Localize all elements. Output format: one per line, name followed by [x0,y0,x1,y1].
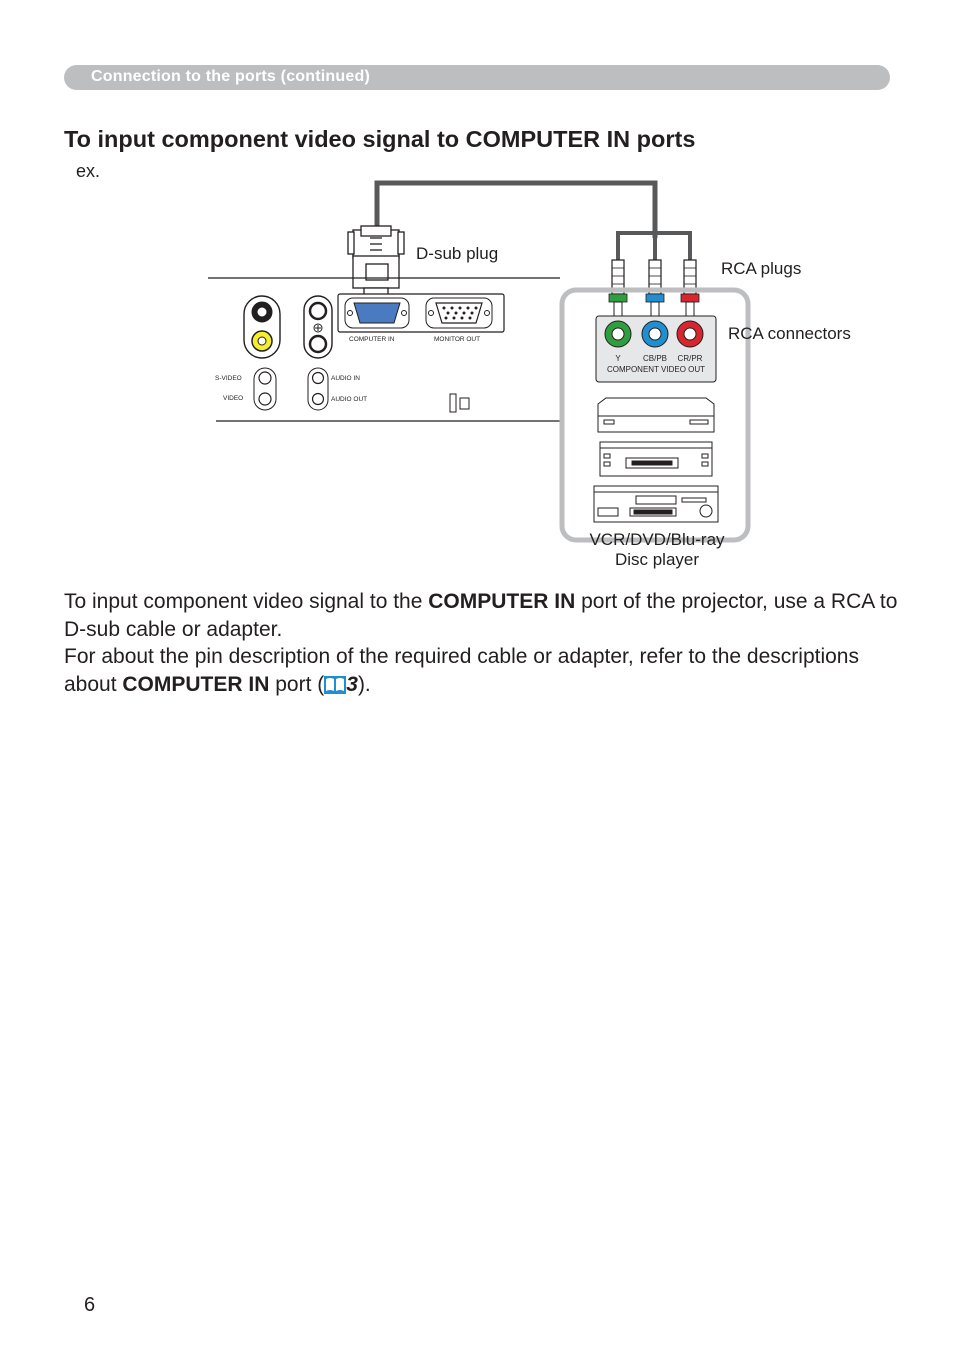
vcr-device-icon [597,397,715,433]
p2-text-mid: port ( [269,672,325,696]
port-label-audio-out: AUDIO OUT [331,396,367,403]
rca-plug-y [608,293,628,303]
example-label: ex. [76,161,101,181]
cable-trunk [374,180,658,238]
device-label-line1: VCR/DVD/Blu-ray [589,530,725,549]
p1-text-start: To input component video signal to the [64,590,429,613]
port-label-s-video: S-VIDEO [215,375,242,382]
component-label-y: Y [615,354,621,363]
component-label-cr: CR/PR [678,354,703,363]
device-label: VCR/DVD/Blu-ray Disc player [556,530,758,570]
section-header-label: Connection to the ports (continued) [91,68,370,85]
rca-plugs [608,259,700,325]
paragraph-2: For about the pin description of the req… [64,643,904,701]
dsub-plug-label: D-sub plug [416,244,499,263]
projector-panel [208,277,560,422]
page-title: To input component video signal to COMPU… [64,126,696,152]
port-label-monitor-out: MONITOR OUT [434,336,480,343]
connection-diagram: COMPUTER IN MONITOR OUT S-VIDEO VIDEO AU… [190,178,880,578]
paragraph-1: To input component video signal to the C… [64,588,904,643]
diagram-drawing: COMPUTER IN MONITOR OUT S-VIDEO VIDEO AU… [208,180,751,543]
section-header-bar: Connection to the ports (continued) [64,65,890,90]
p2-text-start: For about the pin description of the req… [64,645,859,696]
page-reference-number[interactable]: 3 [346,672,358,696]
body-text: To input component video signal to the C… [64,588,904,701]
p1-bold-term: COMPUTER IN [428,590,576,613]
rca-plug-cb [645,293,665,303]
p2-text-end: ). [357,672,371,696]
rca-plug-cr [680,293,700,303]
port-label-audio-in: AUDIO IN [331,375,360,382]
book-reference-icon[interactable] [324,674,347,702]
dvd-device-icon [599,441,713,477]
device-outline [559,287,751,543]
rca-plugs-label: RCA plugs [721,259,802,278]
port-label-video: VIDEO [223,395,243,402]
page-number: 6 [84,1294,96,1316]
p2-bold-term: COMPUTER IN [122,672,270,696]
device-label-line2: Disc player [614,550,700,569]
p1-text-end: port of the projector, use a RCA to D-su… [64,590,898,641]
bluray-device-icon [593,485,719,523]
rca-connectors-label: RCA connectors [728,324,851,343]
component-caption: COMPONENT VIDEO OUT [607,365,705,374]
component-video-out-panel [595,315,717,383]
port-label-computer-in: COMPUTER IN [349,336,395,343]
component-label-cb: CB/PB [643,354,667,363]
dsub-plug [347,225,405,299]
